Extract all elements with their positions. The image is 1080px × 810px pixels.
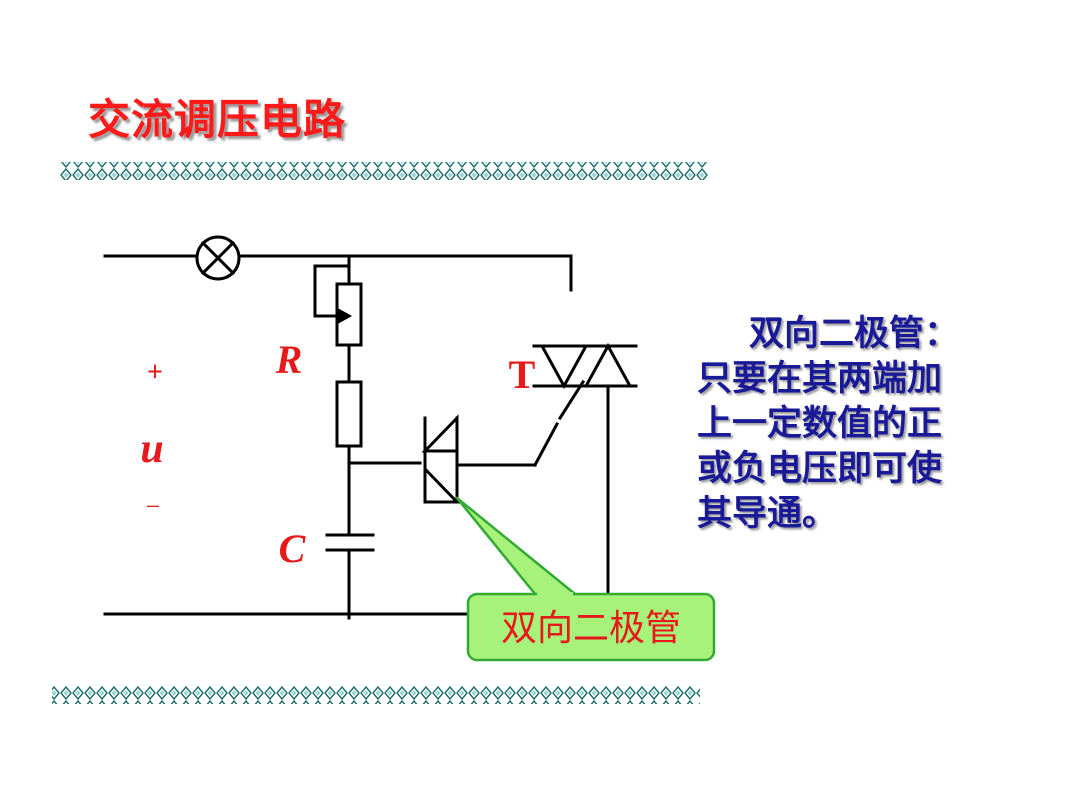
description-line: 其导通。 [697,494,838,534]
resistor-icon [335,380,363,448]
triac-icon [532,342,638,390]
minus-label: − [146,492,161,521]
gate-wire-diagonal [532,421,560,468]
page-title: 交流调压电路 [88,95,347,144]
wiper-arrow-icon [338,308,353,324]
capacitor-label: C [279,526,307,571]
lamp-icon [195,235,241,281]
plus-label: + [147,357,163,388]
voltage-u-label: u [140,426,163,472]
diac-icon [421,414,461,504]
description-heading: 双向二极管： [749,314,960,354]
resistor-label: R [275,337,303,382]
callout-pointer [455,496,577,596]
description-line: 上一定数值的正 [697,404,943,444]
callout-box [466,592,716,662]
gate-lead [557,379,586,421]
description-line: 或负电压即可使 [697,449,943,489]
diac-description: 双向二极管： 只要在其两端加 上一定数值的正 或负电压即可使 其导通。 [697,312,997,537]
top-diamond-border [60,162,708,180]
callout-label: 双向二极管 [501,608,681,649]
triac-label: T [509,352,536,397]
bottom-diamond-border [52,686,700,704]
description-line: 只要在其两端加 [697,359,943,399]
potentiometer-wiper [313,264,351,318]
